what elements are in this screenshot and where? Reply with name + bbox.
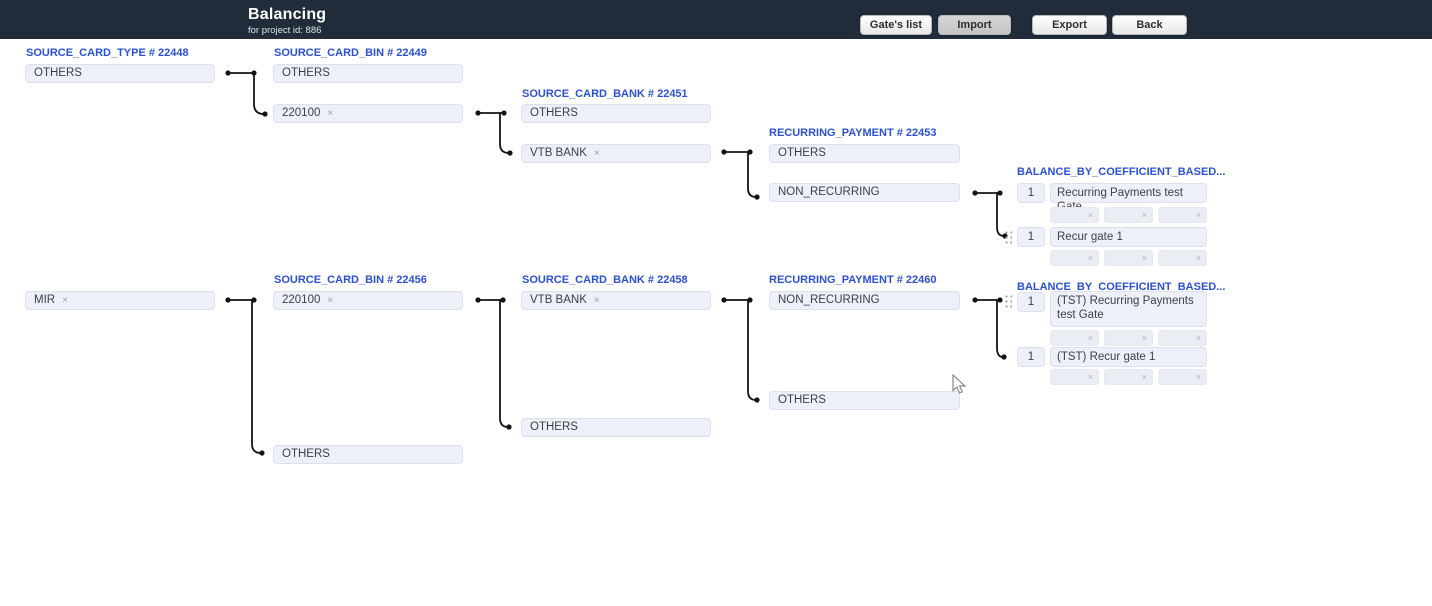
group-title-card-bin-22449: SOURCE_CARD_BIN # 22449 [274,47,427,59]
drag-handle-icon[interactable] [1004,294,1012,308]
node-bank-vtb[interactable]: VTB BANK × [521,144,711,163]
top-bar: Balancing for project id: 886 Gate's lis… [0,0,1432,39]
group-title-card-bank-22458: SOURCE_CARD_BANK # 22458 [522,274,688,286]
node-label: 220100 [282,294,321,306]
node-label: OTHERS [778,394,826,406]
node-label: 220100 [282,107,321,119]
gate-slot-clear[interactable]: × [1104,330,1153,346]
gate-slot-clear[interactable]: × [1158,207,1207,223]
remove-icon[interactable]: × [593,295,600,306]
node-bin-others-b[interactable]: OTHERS [273,445,463,464]
export-button[interactable]: Export [1032,15,1107,35]
page-subtitle: for project id: 886 [248,25,322,36]
gate-slot-clear[interactable]: × [1104,369,1153,385]
group-title-source-card-type: SOURCE_CARD_TYPE # 22448 [26,47,189,59]
gate-slot-clear[interactable]: × [1104,207,1153,223]
node-label: OTHERS [530,107,578,119]
gate-slot-clear[interactable]: × [1158,250,1207,266]
gate-slot-clear[interactable]: × [1158,330,1207,346]
node-label: VTB BANK [530,294,587,306]
page-title: Balancing [248,6,327,23]
node-label: NON_RECURRING [778,186,880,198]
coefficient-input[interactable]: 1 [1017,227,1045,247]
group-title-card-bin-22456: SOURCE_CARD_BIN # 22456 [274,274,427,286]
node-label: OTHERS [282,67,330,79]
remove-icon[interactable]: × [327,108,334,119]
gate-name-box[interactable]: (TST) Recur gate 1 [1050,347,1207,367]
node-label: OTHERS [530,421,578,433]
node-bank-vtb-b[interactable]: VTB BANK × [521,291,711,310]
coefficient-input[interactable]: 1 [1017,183,1045,203]
group-title-balance-coefficient-a: BALANCE_BY_COEFFICIENT_BASED... [1017,166,1226,178]
gate-name-box[interactable]: Recur gate 1 [1050,227,1207,247]
node-label: OTHERS [34,67,82,79]
gate-slot-clear[interactable]: × [1158,369,1207,385]
node-label: OTHERS [282,448,330,460]
group-title-balance-coefficient-b: BALANCE_BY_COEFFICIENT_BASED... [1017,281,1226,293]
node-card-type-others[interactable]: OTHERS [25,64,215,83]
node-bank-others-b[interactable]: OTHERS [521,418,711,437]
remove-icon[interactable]: × [327,295,334,306]
remove-icon[interactable]: × [593,148,600,159]
gate-slot-clear[interactable]: × [1050,330,1099,346]
group-title-recurring-22460: RECURRING_PAYMENT # 22460 [769,274,937,286]
drag-handle-icon[interactable] [1004,230,1012,244]
node-recurring-others[interactable]: OTHERS [769,144,960,163]
node-bin-220100[interactable]: 220100 × [273,104,463,123]
group-title-recurring-22453: RECURRING_PAYMENT # 22453 [769,127,937,139]
coefficient-input[interactable]: 1 [1017,347,1045,367]
node-label: NON_RECURRING [778,294,880,306]
import-button[interactable]: Import [938,15,1011,35]
group-title-card-bank-22451: SOURCE_CARD_BANK # 22451 [522,88,688,100]
gates-list-button[interactable]: Gate's list [860,15,932,35]
node-card-type-mir[interactable]: MIR × [25,291,215,310]
back-button[interactable]: Back [1112,15,1187,35]
gate-name-box[interactable]: Recurring Payments test Gate [1050,183,1207,213]
node-bin-220100-b[interactable]: 220100 × [273,291,463,310]
gate-slot-clear[interactable]: × [1050,369,1099,385]
node-label: MIR [34,294,56,306]
node-recurring-others-b[interactable]: OTHERS [769,391,960,410]
node-non-recurring[interactable]: NON_RECURRING [769,183,960,202]
node-non-recurring-b[interactable]: NON_RECURRING [769,291,960,310]
node-bank-others[interactable]: OTHERS [521,104,711,123]
node-label: OTHERS [778,147,826,159]
node-label: VTB BANK [530,147,587,159]
remove-icon[interactable]: × [62,295,68,306]
coefficient-input[interactable]: 1 [1017,292,1045,312]
gate-name-box[interactable]: (TST) Recurring Payments test Gate [1050,291,1207,327]
gate-slot-clear[interactable]: × [1050,250,1099,266]
gate-slot-clear[interactable]: × [1050,207,1099,223]
node-bin-others[interactable]: OTHERS [273,64,463,83]
gate-slot-clear[interactable]: × [1104,250,1153,266]
